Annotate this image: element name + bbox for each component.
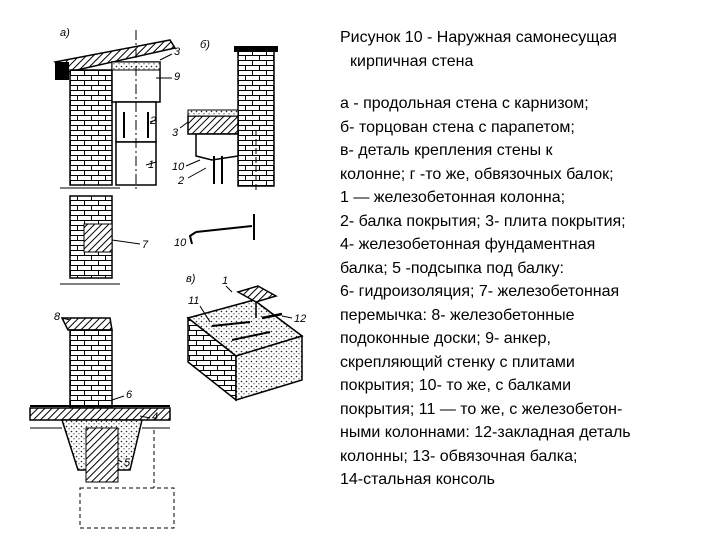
legend-line: покрытия; 10- то же, с балками xyxy=(340,377,571,394)
callout-c-11: 11 xyxy=(188,295,199,307)
callout-b-2: 2 xyxy=(177,175,184,187)
footing-dashed xyxy=(79,487,175,529)
upper-brick-wall xyxy=(69,69,113,186)
legend-line: скрепляющий стенку с плитами xyxy=(340,353,575,371)
callout-c-12: 12 xyxy=(294,313,306,325)
panel-a-label: a) xyxy=(60,27,70,39)
panel-c-column-attachment: в) 1 11 12 xyxy=(186,273,306,402)
legend-line: а - продольная стена с карнизом; xyxy=(340,95,589,112)
panel-c-label: в) xyxy=(186,273,196,285)
callouts-panel-a xyxy=(61,53,173,463)
callout-a-4: 4 xyxy=(152,411,158,423)
figure-title-line-2: кирпичная стена xyxy=(350,52,474,70)
callout-a-5: 5 xyxy=(124,457,131,469)
figure-legend: а - продольная стена с карнизом; б- торц… xyxy=(340,92,712,492)
parapet-cap xyxy=(234,46,278,52)
legend-line: перемычка: 8- железобетонные xyxy=(340,306,575,324)
callouts-panel-b xyxy=(179,121,207,179)
callout-a-2: 2 xyxy=(149,115,156,127)
roof-slab-b xyxy=(187,115,239,135)
callout-a-9: 9 xyxy=(174,71,180,83)
anchor-detail: 10 xyxy=(174,214,255,249)
panel-b-label: б) xyxy=(200,39,210,51)
panel-a-wall-with-cornice: a) xyxy=(29,27,181,529)
legend-line: ными колоннами: 12-закладная деталь xyxy=(340,424,631,441)
figure-title: Рисунок 10 - Наружная самонесущая кирпич… xyxy=(340,26,712,73)
callout-c-1: 1 xyxy=(222,275,228,287)
roof-slab-b-top xyxy=(187,109,239,117)
anchor-rod xyxy=(195,225,253,233)
cornice-edge xyxy=(55,62,69,80)
anchor-c-1 xyxy=(211,321,251,327)
footing xyxy=(85,427,119,483)
lintel xyxy=(83,223,113,253)
callout-a-1: 1 xyxy=(148,159,154,171)
callout-a-3: 3 xyxy=(174,46,181,58)
legend-line: балка; 5 -подсыпка под балку: xyxy=(340,259,564,277)
callout-a-6: 6 xyxy=(126,389,133,401)
column-stub xyxy=(236,285,278,303)
legend-line: 14-стальная консоль xyxy=(340,471,495,488)
roof-beam-b xyxy=(195,133,239,161)
legend-line: 1 — железобетонная колонна; xyxy=(340,189,566,206)
legend-line: в- деталь крепления стены к xyxy=(340,142,553,159)
figure-title-line-1: Рисунок 10 - Наружная самонесущая xyxy=(340,29,617,46)
anchor-c-2 xyxy=(231,331,271,341)
callout-b-3: 3 xyxy=(172,127,179,139)
legend-line: б- торцован стена с парапетом; xyxy=(340,118,575,136)
legend-line: колонне; г -то же, обвязочных балок; xyxy=(340,165,614,183)
figure-caption: Рисунок 10 - Наружная самонесущая кирпич… xyxy=(340,26,712,492)
legend-line: покрытия; 11 — то же, с железобетон- xyxy=(340,400,623,418)
callouts-panel-c xyxy=(199,285,293,323)
legend-line: колонны; 13- обвязочная балка; xyxy=(340,447,578,465)
legend-line: подоконные доски; 9- анкер, xyxy=(340,330,551,347)
legend-line: 6- гидроизоляция; 7- железобетонная xyxy=(340,283,620,300)
callout-d-10: 10 xyxy=(174,237,187,249)
callout-a-8: 8 xyxy=(54,311,61,323)
lower-brick-wall xyxy=(69,329,113,409)
panel-b-wall-with-parapet: б) 3 10 2 xyxy=(172,39,278,190)
anchor-hook xyxy=(188,231,197,245)
construction-drawing: a) xyxy=(29,27,306,529)
legend-line: 2- балка покрытия; 3- плита покрытия; xyxy=(340,212,626,230)
callout-b-10: 10 xyxy=(172,161,185,173)
legend-line: 4- железобетонная фундаментная xyxy=(340,236,596,253)
embedded-plate xyxy=(261,312,283,320)
parapet-wall xyxy=(237,49,275,187)
callout-a-7: 7 xyxy=(142,239,149,251)
block-side xyxy=(235,334,303,402)
